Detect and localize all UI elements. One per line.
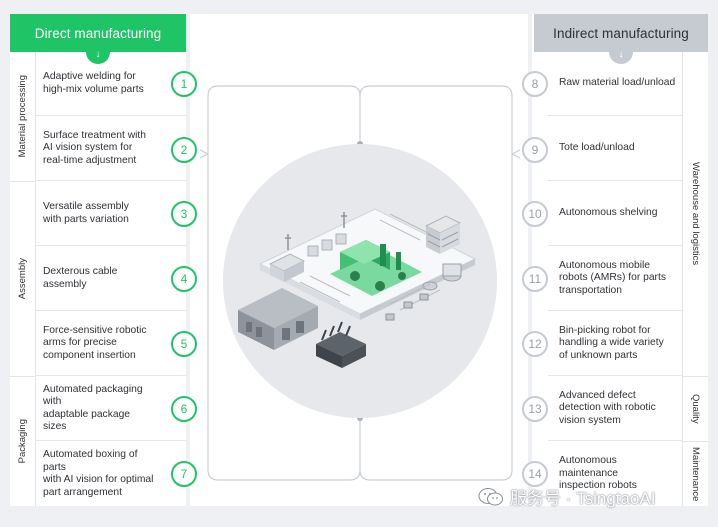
wechat-icon: [478, 487, 503, 505]
number-badge: 6: [171, 396, 197, 422]
list-item: Versatile assembly with parts variation: [36, 182, 186, 246]
number-badge: 8: [522, 71, 548, 97]
dark-storage-unit: [316, 321, 366, 368]
production-zone: [330, 240, 422, 296]
item-text: Surface treatment with AI vision system …: [43, 129, 147, 166]
left-tick: [199, 149, 209, 159]
list-item: Automated packaging with adaptable packa…: [36, 377, 186, 441]
list-item: Autonomous maintenance inspection robots: [548, 442, 682, 506]
item-text: Autonomous maintenance inspection robots: [559, 455, 637, 492]
category-label: Material processing: [17, 75, 28, 158]
item-text: Adaptive welding for high-mix volume par…: [43, 71, 144, 95]
left-connector-line: [207, 85, 361, 481]
item-text: Autonomous shelving: [559, 207, 658, 219]
list-item: Force-sensitive robotic arms for precise…: [36, 312, 186, 376]
item-text: Advanced defect detection with robotic v…: [559, 389, 656, 426]
list-item: Bin-picking robot for handling a wide va…: [548, 312, 682, 376]
item-text: Automated boxing of parts with AI vision…: [43, 449, 154, 498]
category-label: Packaging: [17, 419, 28, 464]
number-badge: 14: [522, 461, 548, 487]
number-badge: 3: [171, 201, 197, 227]
category-material-processing: Material processing: [10, 52, 36, 182]
conveyor-lines: [299, 213, 441, 311]
category-quality: Quality: [682, 377, 708, 442]
item-text: Raw material load/unload: [559, 77, 676, 89]
equipment-cluster-left: [268, 212, 347, 282]
right-connector-line: [359, 85, 513, 481]
item-text: Versatile assembly with parts variation: [43, 201, 129, 225]
number-badge: 4: [171, 266, 197, 292]
item-text: Bin-picking robot for handling a wide va…: [559, 324, 664, 361]
category-label: Warehouse and logistics: [690, 162, 701, 266]
item-text: Automated packaging with adaptable packa…: [43, 383, 143, 433]
shelving-unit: [422, 215, 462, 291]
watermark: 服务号 · TsingtaoAI: [478, 484, 656, 509]
number-badge: 11: [522, 266, 548, 292]
chevron-down-icon: ↓: [86, 50, 110, 64]
list-item: Advanced defect detection with robotic v…: [548, 377, 682, 441]
factory-illustration-panel: [190, 14, 528, 506]
category-packaging: Packaging: [10, 377, 36, 506]
number-badge: 13: [522, 396, 548, 422]
direct-manufacturing-header: Direct manufacturing ↓: [10, 14, 186, 64]
list-item: Autonomous mobile robots (AMRs) for part…: [548, 247, 682, 311]
right-tick: [511, 149, 521, 159]
number-badge: 9: [522, 137, 548, 163]
number-badge: 2: [171, 137, 197, 163]
list-item: Raw material load/unload: [548, 52, 682, 116]
small-robots: [385, 293, 429, 321]
number-badge: 5: [171, 331, 197, 357]
category-assembly: Assembly: [10, 182, 36, 377]
item-text: Force-sensitive robotic arms for precise…: [43, 324, 147, 361]
number-badge: 1: [171, 71, 197, 97]
indirect-manufacturing-title: Indirect manufacturing: [553, 25, 689, 41]
category-label: Assembly: [17, 258, 28, 300]
category-maintenance: Maintenance: [682, 442, 708, 506]
factory-illustration: [199, 85, 521, 481]
list-item: Tote load/unload: [548, 117, 682, 181]
warehouse-building: [238, 288, 318, 350]
list-item: Autonomous shelving: [548, 182, 682, 246]
indirect-manufacturing-header: Indirect manufacturing ↓: [534, 14, 708, 64]
item-text: Dexterous cable assembly: [43, 266, 118, 290]
direct-manufacturing-title: Direct manufacturing: [34, 25, 162, 41]
list-item: Surface treatment with AI vision system …: [36, 117, 186, 181]
watermark-text: 服务号 · TsingtaoAI: [510, 489, 656, 508]
chevron-down-icon: ↓: [609, 50, 633, 64]
direct-panel: [10, 14, 186, 506]
list-item: Adaptive welding for high-mix volume par…: [36, 52, 186, 116]
item-text: Tote load/unload: [559, 142, 635, 154]
number-badge: 12: [522, 331, 548, 357]
item-text: Autonomous mobile robots (AMRs) for part…: [559, 259, 666, 296]
list-item: Dexterous cable assembly: [36, 247, 186, 311]
indirect-panel: [532, 14, 708, 506]
number-badge: 10: [522, 201, 548, 227]
number-badge: 7: [171, 461, 197, 487]
category-warehouse-logistics: Warehouse and logistics: [682, 52, 708, 377]
list-item: Automated boxing of parts with AI vision…: [36, 442, 186, 506]
category-label: Maintenance: [690, 446, 701, 502]
category-label: Quality: [690, 394, 701, 424]
